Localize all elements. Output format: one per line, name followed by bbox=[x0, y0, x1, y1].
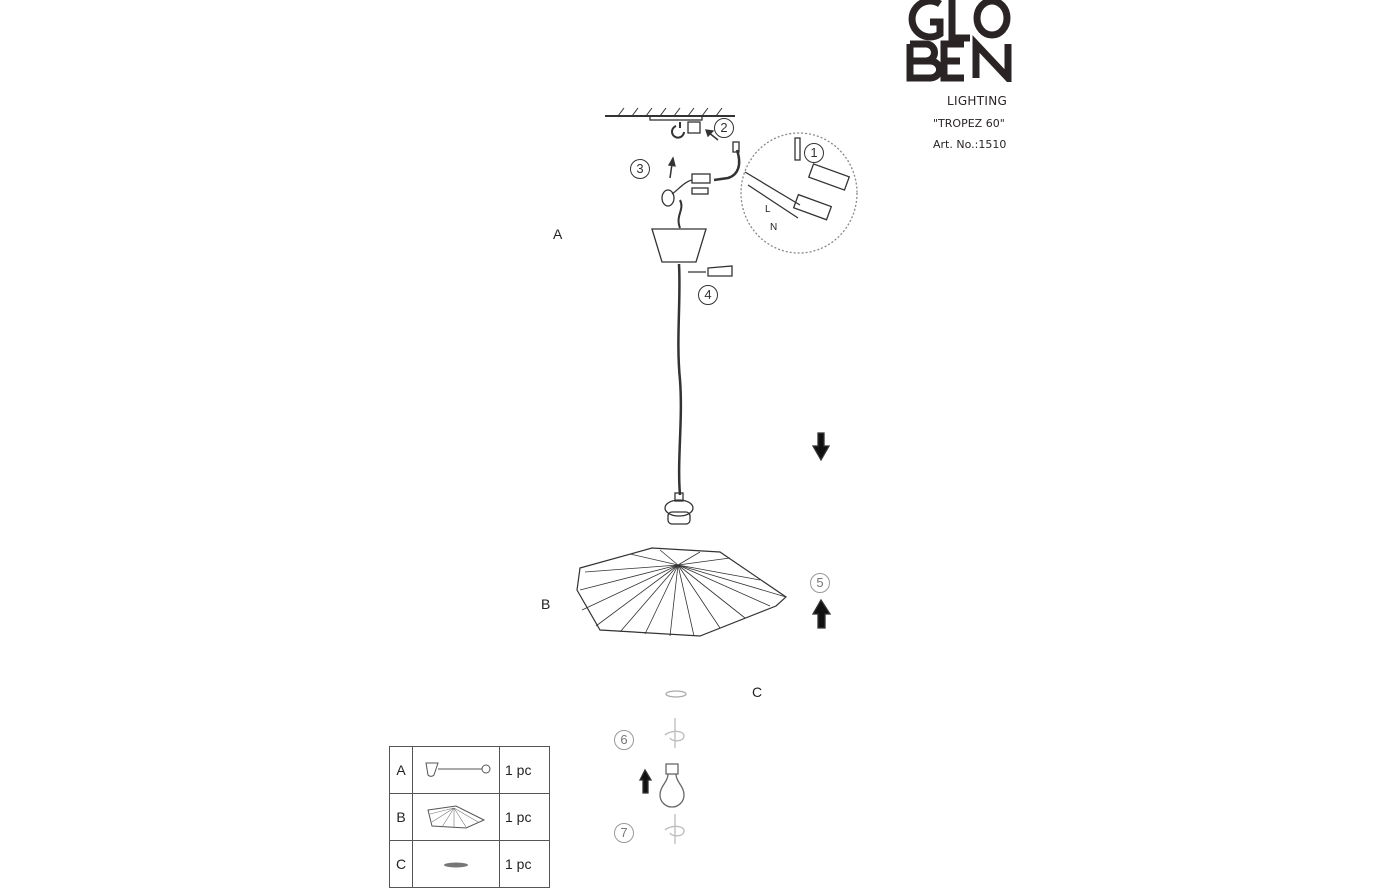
step-7: 7 bbox=[614, 823, 634, 843]
part-qty: 1 pc bbox=[499, 746, 550, 794]
table-row: B 1 pc bbox=[389, 793, 550, 841]
lamp-shade-icon bbox=[412, 793, 500, 841]
part-letter: A bbox=[389, 746, 413, 794]
svg-text:L: L bbox=[765, 204, 771, 215]
pendant-cord-icon bbox=[412, 746, 500, 794]
step-6: 6 bbox=[614, 730, 634, 750]
article-number: Art. No.:1510 bbox=[933, 138, 1007, 151]
part-qty: 1 pc bbox=[499, 793, 550, 841]
table-row: C 1 pc bbox=[389, 840, 550, 888]
svg-text:N: N bbox=[770, 222, 777, 233]
part-label-b: B bbox=[541, 596, 551, 612]
globen-logo-icon bbox=[906, 0, 1012, 87]
table-row: A 1 pc bbox=[389, 746, 550, 794]
brand-subtitle: LIGHTING bbox=[947, 94, 1008, 108]
part-letter: B bbox=[389, 793, 413, 841]
shade-ring-icon bbox=[412, 840, 500, 888]
step-2: 2 bbox=[714, 118, 734, 138]
step-3: 3 bbox=[630, 159, 650, 179]
part-label-a: A bbox=[553, 226, 563, 242]
step-5: 5 bbox=[810, 573, 830, 593]
step-1: 1 bbox=[804, 143, 824, 163]
brand-logo bbox=[904, 0, 1016, 87]
step-4: 4 bbox=[698, 285, 718, 305]
model-name: "TROPEZ 60" bbox=[933, 117, 1005, 130]
part-label-c: C bbox=[752, 684, 763, 700]
part-qty: 1 pc bbox=[499, 840, 550, 888]
part-letter: C bbox=[389, 840, 413, 888]
parts-table: A 1 pc B 1 pc C 1 pc bbox=[389, 746, 550, 888]
